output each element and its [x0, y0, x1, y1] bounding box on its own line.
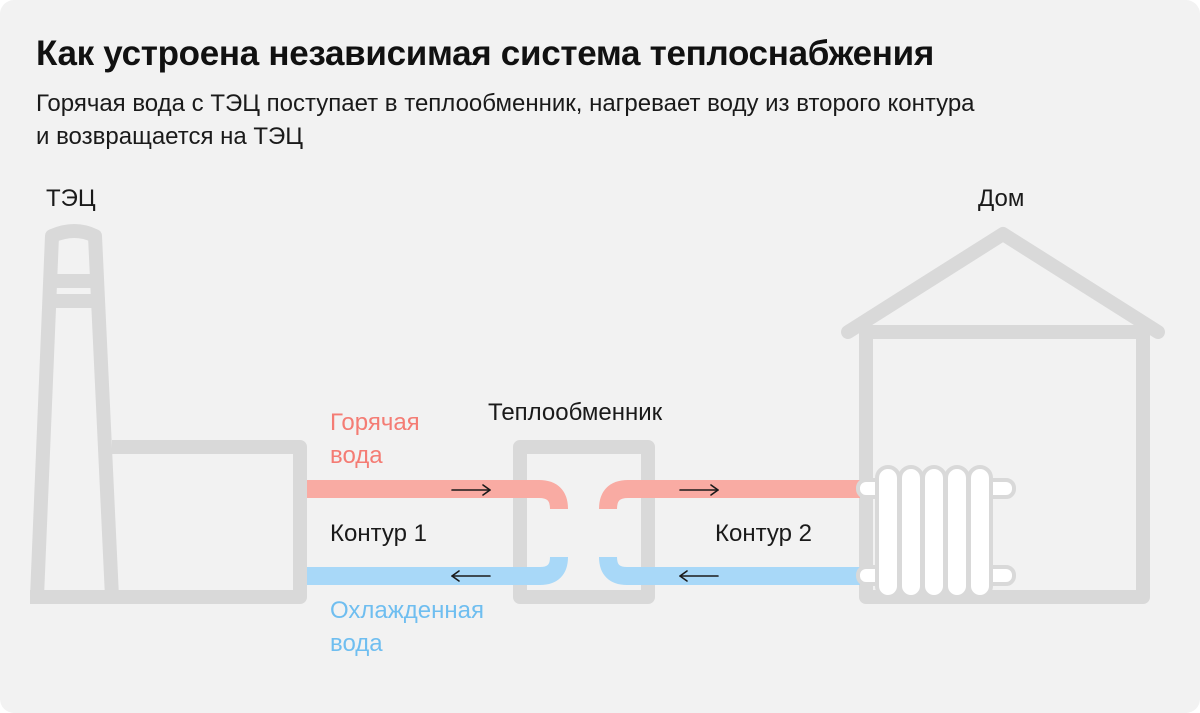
circuit-1-pipes — [307, 480, 568, 585]
chimney — [30, 224, 119, 598]
hot-water-label: Горячая вода — [330, 406, 420, 472]
circuit-2-label: Контур 2 — [715, 520, 812, 547]
heat-exchanger-box — [513, 440, 655, 604]
radiator-icon — [856, 465, 1016, 599]
arrow-right-icon — [679, 484, 719, 496]
cooled-water-label-line-1: Охлажденная — [330, 597, 485, 624]
power-plant-icon — [30, 224, 307, 604]
hot-pipe-bend-circuit-1 — [538, 480, 568, 510]
power-plant-label: ТЭЦ — [46, 185, 96, 212]
subtitle-line-2: и возвращается на ТЭЦ — [36, 123, 304, 150]
plant-building — [30, 440, 307, 604]
circuit-1-label: Контур 1 — [330, 520, 427, 547]
arrow-right-icon — [451, 484, 491, 496]
page-subtitle: Горячая вода с ТЭЦ поступает в теплообме… — [36, 87, 1156, 153]
hot-pipe-bend-circuit-2 — [599, 480, 629, 510]
heat-exchanger-label: Теплообменник — [488, 399, 663, 426]
cold-pipe-bend-circuit-2 — [599, 556, 628, 585]
hot-water-label-line-2: вода — [330, 442, 383, 469]
house-icon — [841, 227, 1165, 604]
cooled-water-label: Охлажденная вода — [330, 594, 484, 660]
house-walls — [859, 325, 1150, 604]
page-title: Как устроена независимая система теплосн… — [36, 34, 934, 73]
house-label: Дом — [978, 185, 1025, 212]
house-roof — [841, 227, 1165, 339]
arrow-left-icon — [451, 570, 491, 582]
circuit-2-pipes — [599, 480, 860, 585]
subtitle-line-1: Горячая вода с ТЭЦ поступает в теплообме… — [36, 90, 975, 117]
hot-water-label-line-1: Горячая — [330, 409, 420, 436]
arrow-left-icon — [679, 570, 719, 582]
cold-pipe-bend-circuit-1 — [539, 556, 568, 585]
flow-arrows — [451, 484, 719, 582]
cooled-water-label-line-2: вода — [330, 630, 383, 657]
